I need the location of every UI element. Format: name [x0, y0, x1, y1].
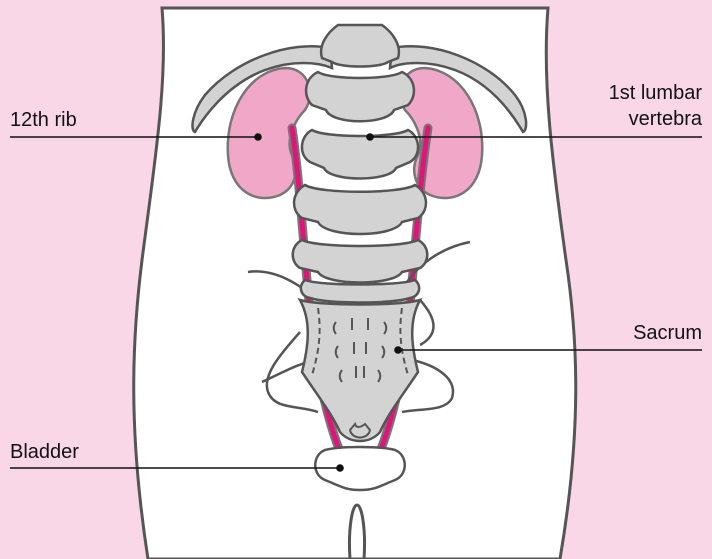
- label-12th-rib: 12th rib: [10, 107, 77, 133]
- label-1st-lumbar-line2: vertebra: [609, 106, 702, 132]
- label-sacrum: Sacrum: [633, 320, 702, 346]
- label-1st-lumbar-vertebra: 1st lumbar vertebra: [609, 80, 702, 132]
- vertebra-l5: [301, 280, 419, 303]
- vertebra-t12: [321, 25, 399, 67]
- label-1st-lumbar-line1: 1st lumbar: [609, 80, 702, 106]
- label-bladder: Bladder: [10, 439, 79, 465]
